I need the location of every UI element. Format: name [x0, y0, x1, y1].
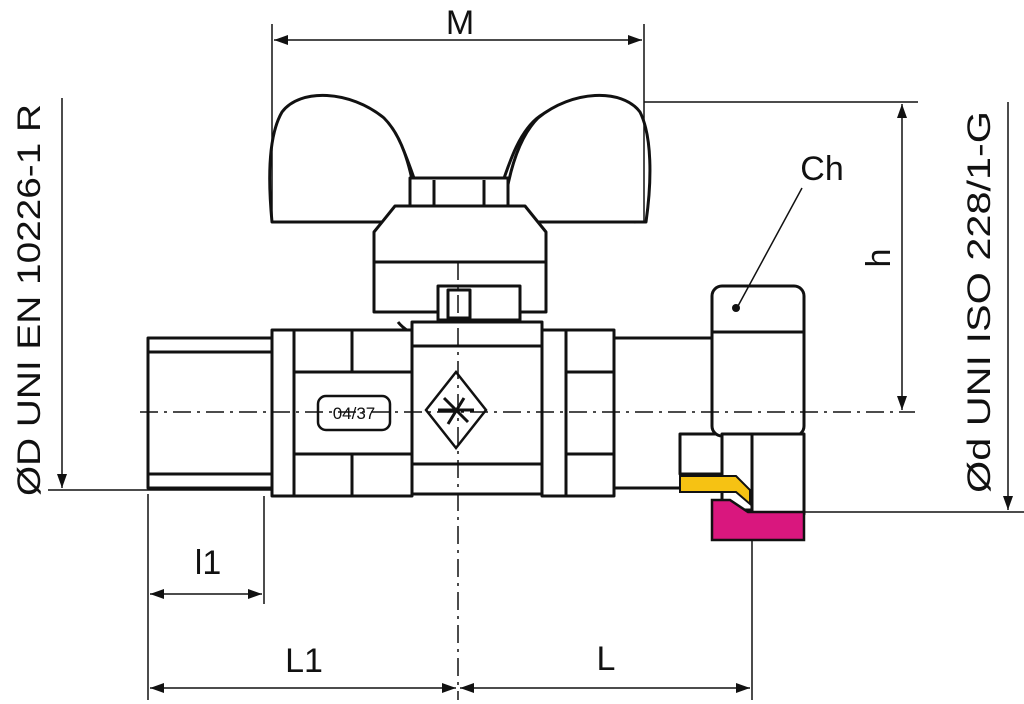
ch-leader — [737, 187, 803, 307]
label-ch: Ch — [800, 150, 843, 188]
label-l1: L1 — [285, 642, 323, 680]
center-lines — [140, 262, 915, 700]
dimension-lines — [57, 35, 1013, 693]
label-male-thread: ØD UNI EN 10226-1 R — [11, 104, 47, 496]
rb-logo-icon — [424, 369, 488, 451]
label-female-thread: Ød UNI ISO 228/1-G — [961, 111, 997, 493]
yellow-gasket — [679, 475, 751, 507]
label-m: M — [446, 4, 474, 42]
label-h: h — [860, 249, 898, 268]
male-thread-end — [146, 336, 274, 490]
handle-nut — [408, 176, 510, 210]
marking-plate: 04/37 — [316, 394, 392, 432]
extension-lines — [48, 24, 1024, 700]
union-nut — [710, 284, 806, 438]
valve-body — [146, 94, 806, 516]
svg-text:04/37: 04/37 — [333, 404, 376, 423]
label-l: L — [597, 640, 616, 678]
right-hex-body — [564, 328, 616, 498]
ch-leader-dot — [732, 304, 740, 312]
label-l1-thread: l1 — [195, 544, 221, 582]
